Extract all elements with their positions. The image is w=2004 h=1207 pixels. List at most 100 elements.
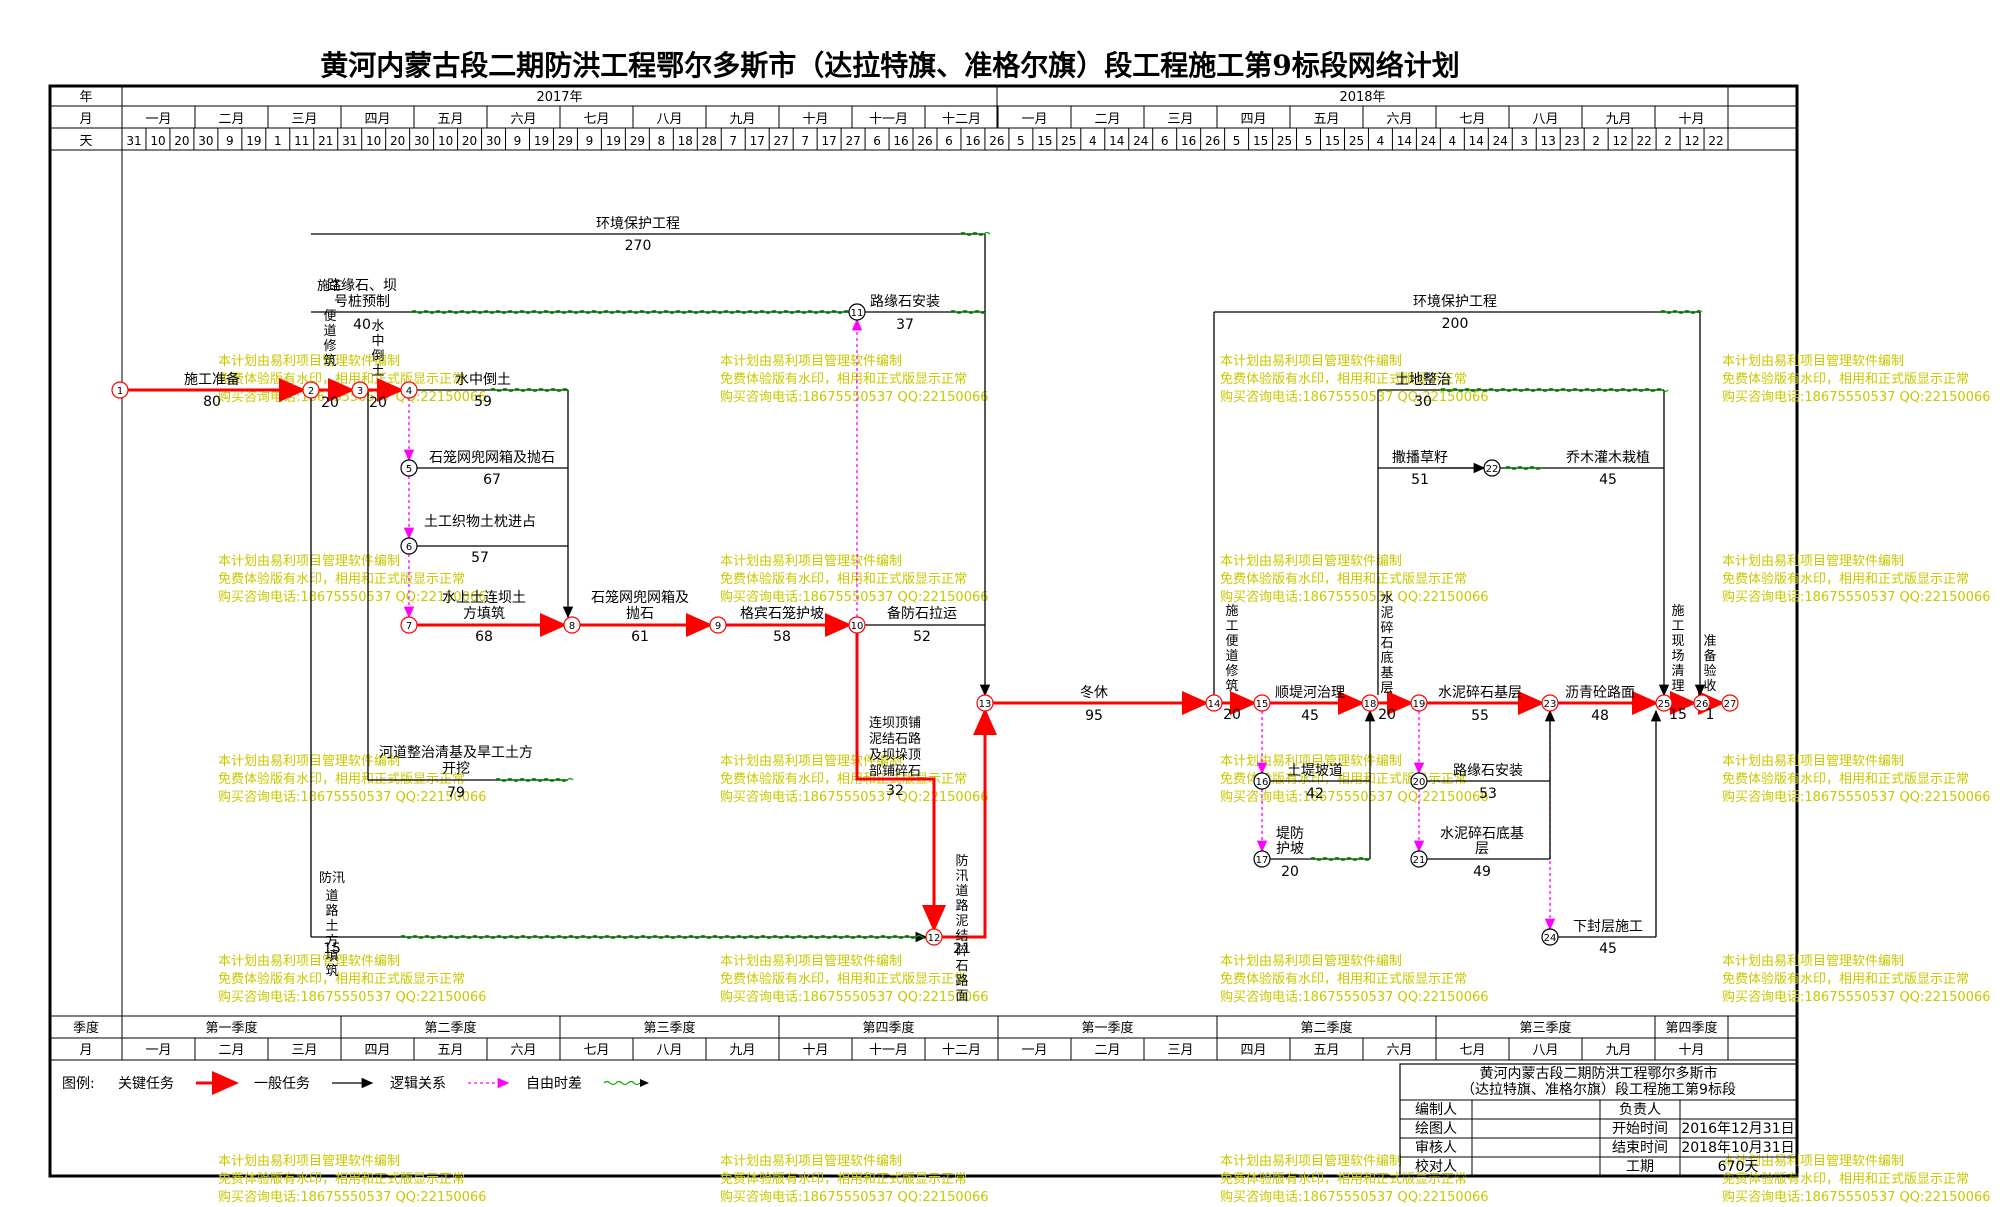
task-name-t_zbys: 验 — [1703, 663, 1716, 679]
edge-10-12 — [855, 633, 946, 932]
task-name-t_shlw2-2: 抛石 — [626, 606, 654, 622]
task-dur-t_sgzb: 80 — [203, 394, 221, 410]
month-label: 二月 — [1094, 112, 1120, 127]
float-lyaz — [949, 309, 987, 315]
month-label: 一月 — [1021, 112, 1047, 127]
month-label-bottom: 十月 — [802, 1043, 828, 1058]
info-end: 2018年10月31日 — [1681, 1140, 1794, 1156]
watermark-text: 免费体验版有水印，相用和正式版显示正常 — [1722, 971, 1969, 987]
task-name-t_fxdl-v: 路 — [955, 973, 968, 989]
month-label-bottom: 五月 — [1313, 1043, 1339, 1058]
day-label: 10 — [366, 134, 381, 148]
watermark-text: 购买咨询电话:18675550537 QQ:22150066 — [1722, 1189, 1991, 1205]
month-label: 九月 — [729, 112, 755, 127]
task-name-t_sgbd2: 工 — [1225, 619, 1238, 634]
task-name-t_lyaz: 路缘石安装 — [870, 294, 940, 310]
node-label-2: 2 — [308, 386, 314, 397]
watermark-text: 免费体验版有水印，相用和正式版显示正常 — [720, 971, 967, 987]
watermark-text: 本计划由易利项目管理软件编制 — [720, 954, 902, 969]
day-label: 16 — [1181, 134, 1196, 148]
day-label: 29 — [630, 134, 645, 148]
quarter-label: 第一季度 — [1081, 1020, 1133, 1036]
month-label: 十二月 — [942, 112, 981, 127]
task-dur-t_tgzw: 57 — [471, 550, 489, 566]
task-dur-t_zbys: 1 — [1706, 707, 1715, 723]
node-2 — [302, 381, 320, 399]
task-dur-t_szdt: 59 — [474, 394, 492, 410]
watermark-text: 购买咨询电话:18675550537 QQ:22150066 — [1220, 389, 1489, 405]
task-name-t_shlw: 石笼网兜网箱及抛石 — [429, 449, 555, 466]
watermark-text: 本计划由易利项目管理软件编制 — [218, 1154, 400, 1169]
task-name-t_sgbd1: 施工 — [317, 279, 343, 294]
day-label: 19 — [534, 134, 549, 148]
month-label-bottom: 十月 — [1678, 1043, 1704, 1058]
day-label: 12 — [1684, 134, 1699, 148]
month-label: 十月 — [1678, 112, 1704, 127]
month-label-bottom: 二月 — [1094, 1043, 1120, 1058]
task-name-t_szwt: 倒 — [371, 349, 384, 364]
quarter-label: 第四季度 — [1665, 1020, 1717, 1036]
node-24 — [1541, 928, 1559, 946]
day-label: 5 — [1017, 134, 1025, 148]
day-label: 27 — [774, 134, 789, 148]
month-label: 八月 — [656, 112, 682, 127]
info-title-1: 黄河内蒙古段二期防洪工程鄂尔多斯市 — [1480, 1065, 1718, 1082]
day-label: 4 — [1089, 134, 1097, 148]
month-label: 五月 — [437, 112, 463, 127]
node-label-8: 8 — [569, 621, 575, 632]
day-label: 9 — [586, 134, 594, 148]
task-dur-t_gbsl: 58 — [773, 629, 791, 645]
node-label-10: 10 — [851, 621, 864, 632]
task-name-t_fxtf: 防汛 — [319, 870, 345, 886]
task-name-t_snsd2-2: 层 — [1475, 841, 1489, 857]
task-name-t_fxdl-v: 道 — [955, 884, 968, 899]
watermark-text: 本计划由易利项目管理软件编制 — [1722, 554, 1904, 569]
task-dur-t_hjbh2: 200 — [1442, 316, 1469, 332]
watermark-text: 本计划由易利项目管理软件编制 — [1722, 354, 1904, 369]
task-name-t_qmgm: 乔木灌木栽植 — [1566, 450, 1650, 466]
watermark-text: 本计划由易利项目管理软件编制 — [1220, 554, 1402, 569]
node-14 — [1205, 694, 1223, 712]
node-17 — [1253, 850, 1271, 868]
task-name-t_zbys: 备 — [1703, 648, 1716, 664]
info-label-2: 审核人 — [1415, 1140, 1457, 1156]
task-name-t_fxdl-v: 碎 — [955, 944, 968, 959]
node-label-3: 3 — [357, 386, 363, 397]
month-label-bottom: 九月 — [729, 1043, 755, 1058]
task-name-t_sslb: 水上土连坝土 — [442, 590, 526, 606]
day-label: 10 — [150, 134, 165, 148]
month-label-bottom: 三月 — [291, 1043, 317, 1058]
task-name-t_sgbd2: 施 — [1225, 604, 1238, 619]
day-label: 31 — [342, 134, 357, 148]
node-25 — [1655, 694, 1673, 712]
year-2017: 2017年 — [536, 90, 582, 105]
node-label-11: 11 — [851, 308, 864, 319]
task-name-t_sgxc: 工 — [1671, 619, 1684, 634]
day-label: 30 — [414, 134, 429, 148]
task-name-t_sgbd1-v: 修 — [323, 339, 336, 354]
month-label: 八月 — [1532, 112, 1558, 127]
watermark-text: 购买咨询电话:18675550537 QQ:22150066 — [218, 789, 487, 805]
day-label: 6 — [1161, 134, 1169, 148]
task-dur-t_snsd: 20 — [1378, 707, 1396, 723]
node-label-13: 13 — [979, 699, 992, 710]
node-7 — [400, 616, 418, 634]
task-name-t_sgbd1-v: 道 — [323, 324, 336, 339]
year-2018: 2018年 — [1339, 90, 1385, 105]
task-dur-t_lqlm: 48 — [1591, 708, 1609, 724]
task-dur-t_snsj: 55 — [1471, 708, 1489, 724]
node-3 — [351, 381, 369, 399]
watermark-text: 购买咨询电话:18675550537 QQ:22150066 — [1220, 989, 1489, 1005]
task-name-t_gbsl: 格宾石笼护坡 — [740, 605, 824, 622]
node-label-16: 16 — [1256, 777, 1269, 788]
month-label: 四月 — [1240, 112, 1266, 127]
day-label: 11 — [294, 134, 309, 148]
quarter-label: 季度 — [73, 1020, 99, 1036]
node-label-15: 15 — [1256, 699, 1269, 710]
task-name-t_sgxc: 场 — [1671, 649, 1684, 664]
month-label: 七月 — [1459, 112, 1485, 127]
task-name-t_fxtf-v: 筑 — [325, 963, 338, 979]
day-label: 25 — [1349, 134, 1364, 148]
task-name-t_sgbd2: 筑 — [1225, 678, 1238, 694]
node-6 — [400, 537, 418, 555]
